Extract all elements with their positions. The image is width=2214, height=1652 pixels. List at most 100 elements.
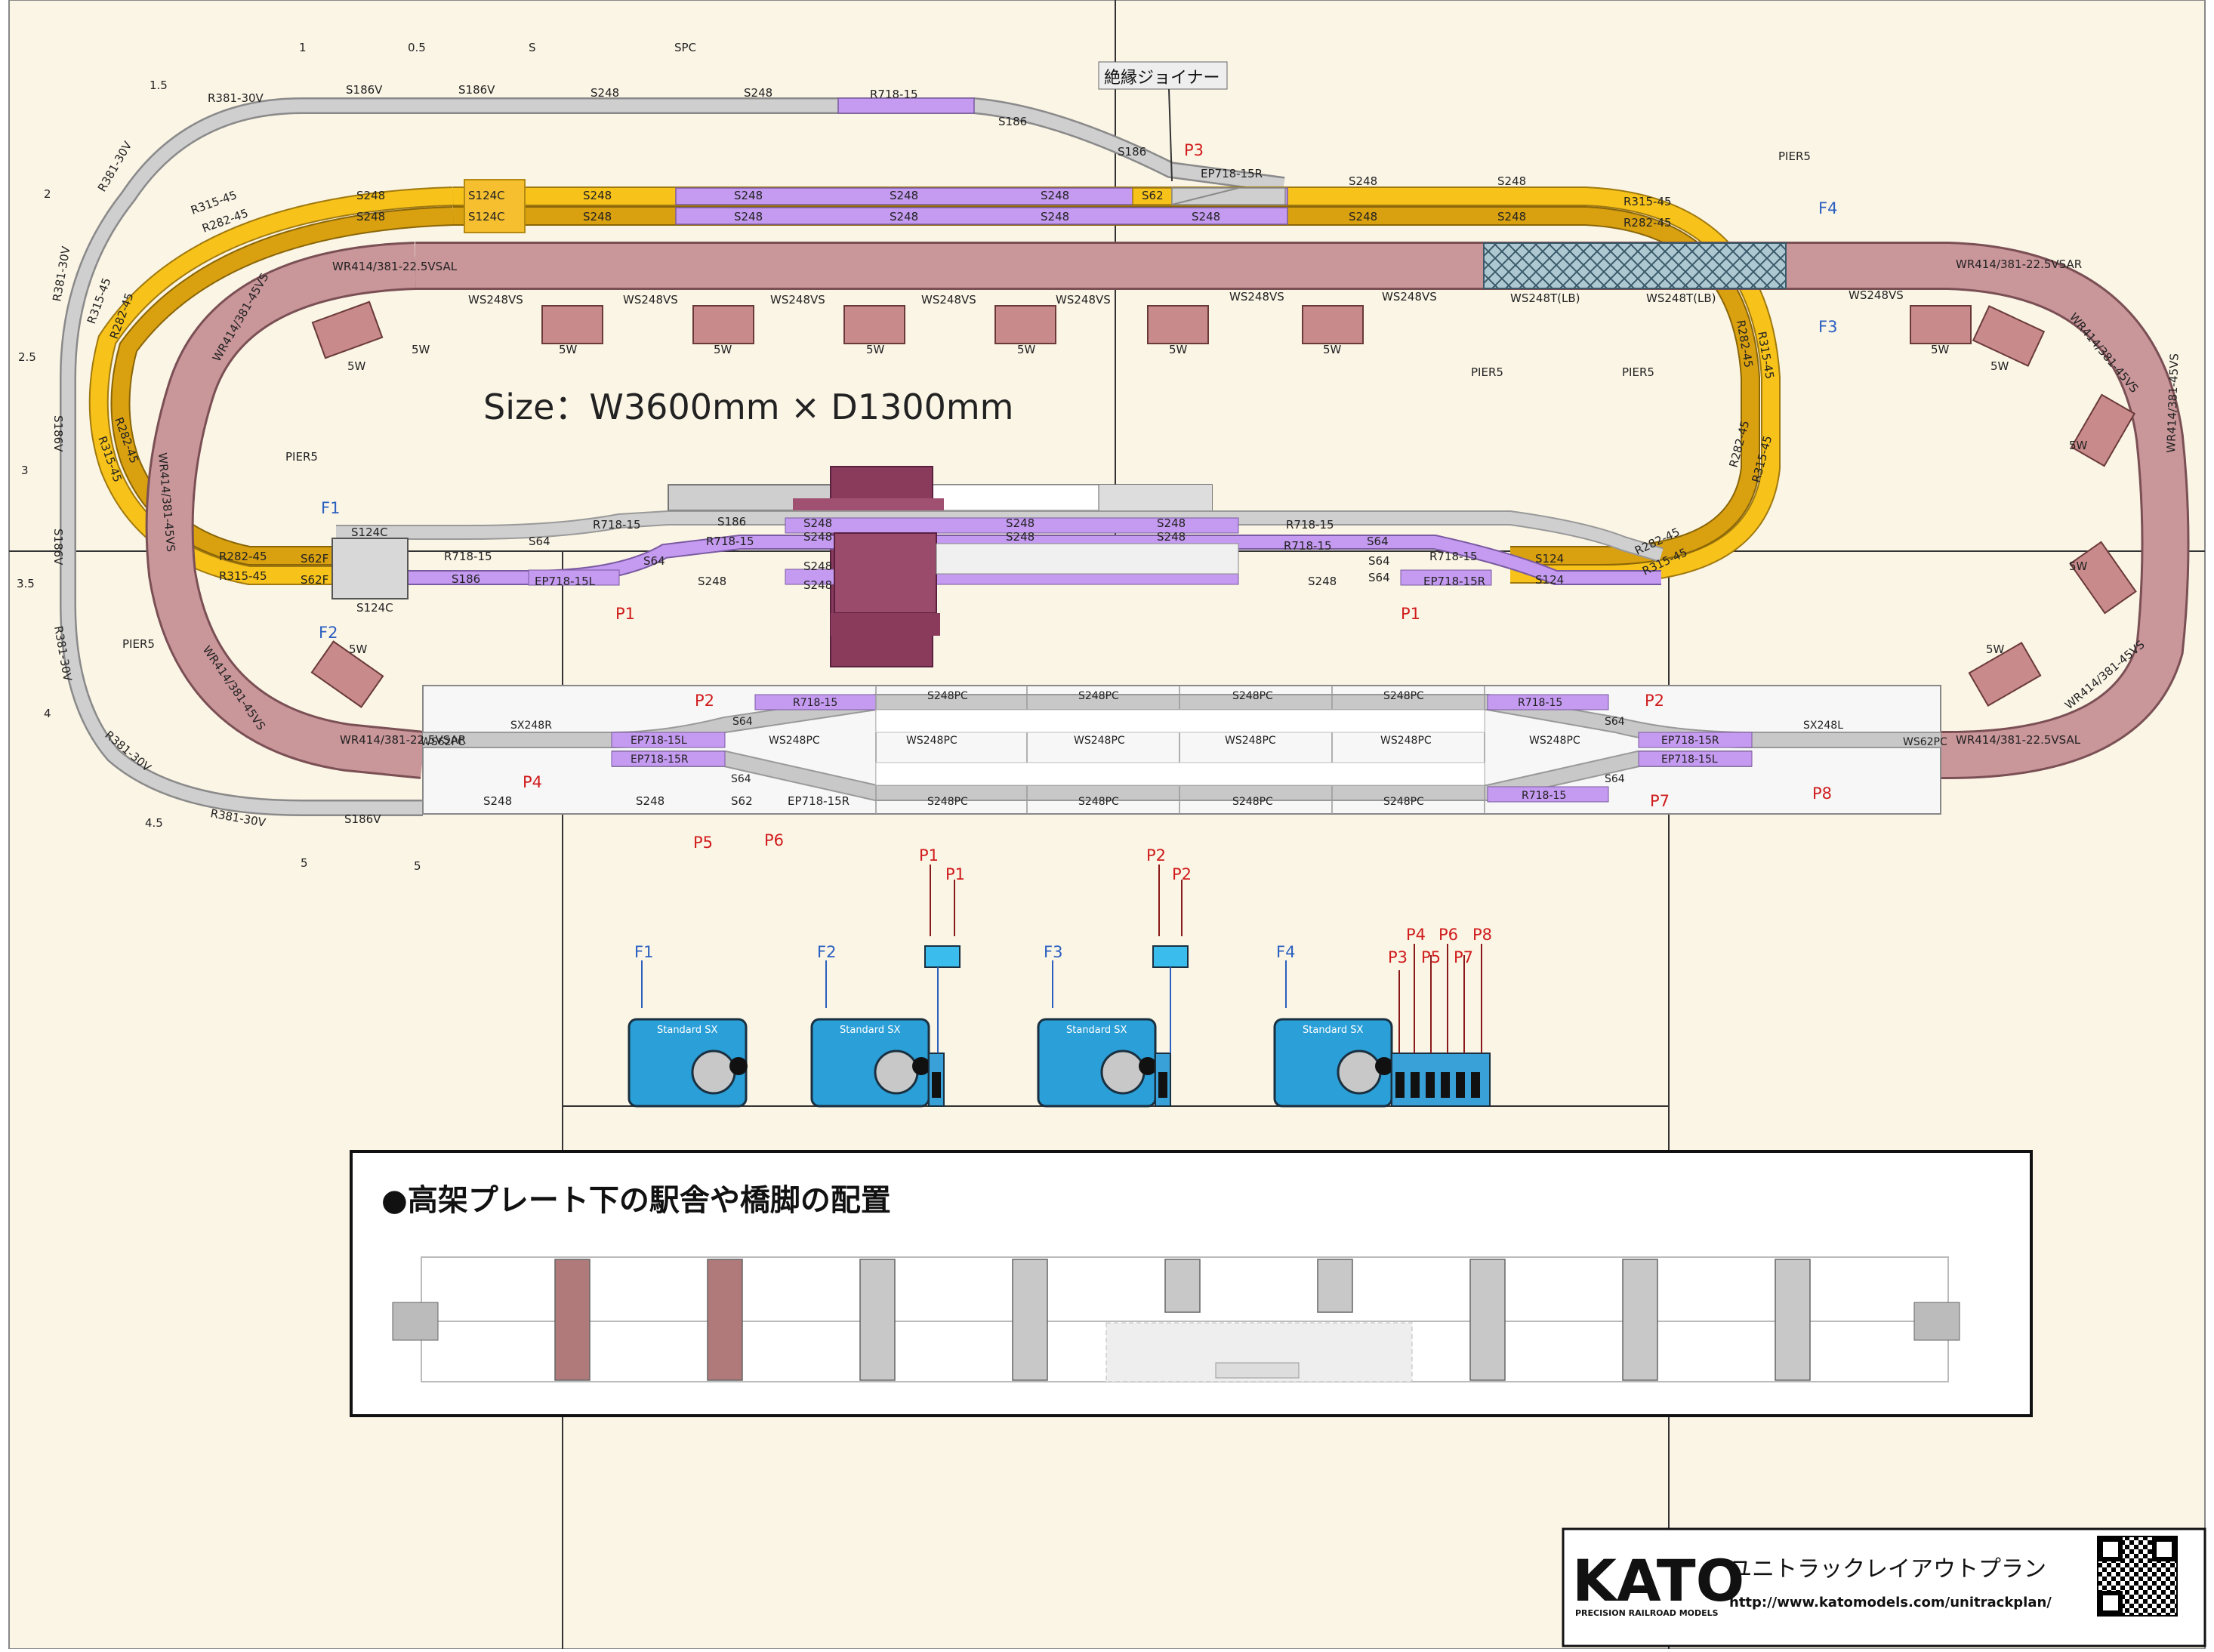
track-label: WS248VS: [1229, 290, 1284, 304]
track-label: S248: [803, 578, 832, 592]
track-label: EP718-15L: [1661, 754, 1718, 766]
track-label: WS248VS: [1382, 290, 1437, 304]
feeder-f3: F3: [1818, 318, 1837, 336]
pier-label: PIER5: [1622, 365, 1654, 379]
track-label: EP718-15L: [631, 735, 687, 747]
track-label: WS248VS: [921, 293, 976, 307]
track-label: S186: [452, 572, 480, 586]
track-label: S248: [734, 189, 763, 202]
track-label: S64: [732, 716, 753, 728]
controller-point-p5: P5: [1421, 948, 1441, 966]
track-label: S248: [734, 210, 763, 223]
track-label: S124C: [468, 189, 505, 202]
track-label: R718-15: [793, 697, 837, 709]
controller-point-p6: P6: [1438, 926, 1458, 944]
track-label: EP718-15R: [631, 754, 689, 766]
joiner-label: 絶縁ジョイナー: [1104, 69, 1220, 88]
controller-point-p4: P4: [1406, 926, 1426, 944]
height-marker: 5: [414, 859, 421, 873]
track-label: S248: [483, 794, 512, 808]
track-label: S248: [803, 559, 832, 573]
track-label: S248: [698, 575, 726, 588]
track-label: R381-30V: [208, 91, 264, 105]
track-label: R718-15: [1522, 790, 1566, 802]
track-label: SX248L: [1803, 720, 1843, 732]
track-label: S248PC: [1232, 796, 1273, 808]
track-label: S186: [717, 515, 746, 529]
feeder-f2: F2: [319, 624, 338, 642]
support-label: 5W: [1017, 343, 1036, 356]
track-label: S64: [1367, 535, 1389, 548]
track-label: EP718-15R: [1423, 575, 1485, 588]
pier-label: PIER5: [1778, 149, 1811, 163]
track-label: EP718-15L: [535, 575, 596, 588]
pier-label: PIER5: [285, 450, 318, 464]
height-marker: 4: [44, 707, 51, 720]
kato-tagline: PRECISION RAILROAD MODELS: [1575, 1608, 1719, 1618]
support-label: 5W: [1169, 343, 1188, 356]
controller-brand: Standard SX: [1066, 1025, 1127, 1036]
inset-title: ●高架プレート下の駅舎や橋脚の配置: [381, 1183, 891, 1218]
track-label: WS248PC: [1225, 735, 1276, 747]
kato-logo: KATO: [1572, 1547, 1744, 1614]
track-label: WS248VS: [1849, 288, 1904, 302]
support-label: 5W: [2069, 439, 2088, 452]
controller-point-p8: P8: [1472, 926, 1492, 944]
track-label: R718-15: [593, 518, 641, 532]
controller-brand: Standard SX: [1303, 1025, 1364, 1036]
height-markers: 1 0.5 S SPC 1.5 2 2.5 3 3.5 4 4.5 5 5: [17, 41, 696, 873]
track-label: R718-15: [444, 550, 492, 563]
support-label: 5W: [347, 359, 366, 373]
point-p4: P4: [523, 773, 542, 791]
track-label: R282-45: [1623, 216, 1672, 230]
track-label: S62F: [301, 552, 328, 566]
lower-station-labels: WS62PC SX248R EP718-15L S64 R718-15 WS24…: [421, 690, 1947, 808]
track-label: WS248PC: [906, 735, 957, 747]
track-label: WS248VS: [623, 293, 678, 307]
point-p1: P1: [615, 605, 635, 623]
track-label: S248: [583, 210, 612, 223]
support-label: 5W: [412, 343, 430, 356]
track-label: S124C: [356, 601, 393, 615]
controller-label-f3: F3: [1044, 943, 1062, 961]
track-label: R718-15: [870, 88, 918, 101]
support-label: 5W: [714, 343, 732, 356]
track-label: S62: [1142, 189, 1164, 202]
track-label: S248: [1006, 516, 1035, 530]
track-label: S248: [591, 86, 619, 100]
track-label: S248PC: [1383, 796, 1424, 808]
track-label: S248: [1157, 530, 1186, 544]
track-label: EP718-15R: [788, 794, 850, 808]
track-label: R718-15: [706, 535, 754, 548]
controller-point-p3: P3: [1388, 948, 1408, 966]
support-blocks: [310, 301, 2137, 708]
track-label: S186V: [51, 529, 65, 566]
feeder-labels: F1 F2 F3 F4 F1 F2 F3 F4: [319, 199, 1837, 961]
track-label: S124C: [351, 525, 388, 539]
track-label: S186: [998, 115, 1027, 128]
track-label: S124: [1535, 552, 1564, 566]
height-marker: S: [529, 41, 536, 54]
track-label: S248: [1006, 530, 1035, 544]
track-label: S248: [583, 189, 612, 202]
height-marker: 1: [299, 41, 307, 54]
plan-title: ユニトラックレイアウトプラン: [1729, 1556, 2046, 1583]
track-label: S64: [1605, 773, 1625, 785]
point-p2: P2: [1645, 692, 1664, 710]
track-label: WS248PC: [769, 735, 820, 747]
controller-label-f4: F4: [1276, 943, 1295, 961]
support-label: 5W: [1990, 359, 2009, 373]
kato-logo-box: KATO PRECISION RAILROAD MODELS ユニトラックレイア…: [1562, 1527, 2206, 1647]
track-label: S64: [1368, 571, 1390, 584]
track-label: S248PC: [1078, 690, 1119, 702]
track-label: S64: [529, 535, 550, 548]
support-label: 5W: [2069, 559, 2088, 573]
height-marker: 3: [21, 464, 29, 477]
point-p8: P8: [1812, 784, 1832, 803]
track-label: WS248T(LB): [1510, 291, 1580, 305]
support-label: 5W: [349, 643, 368, 656]
controller-brands: Standard SX Standard SX Standard SX Stan…: [657, 1025, 1364, 1036]
track-label: R315-45: [1623, 195, 1672, 208]
track-label: S248: [744, 86, 772, 100]
height-marker: 1.5: [150, 79, 168, 92]
